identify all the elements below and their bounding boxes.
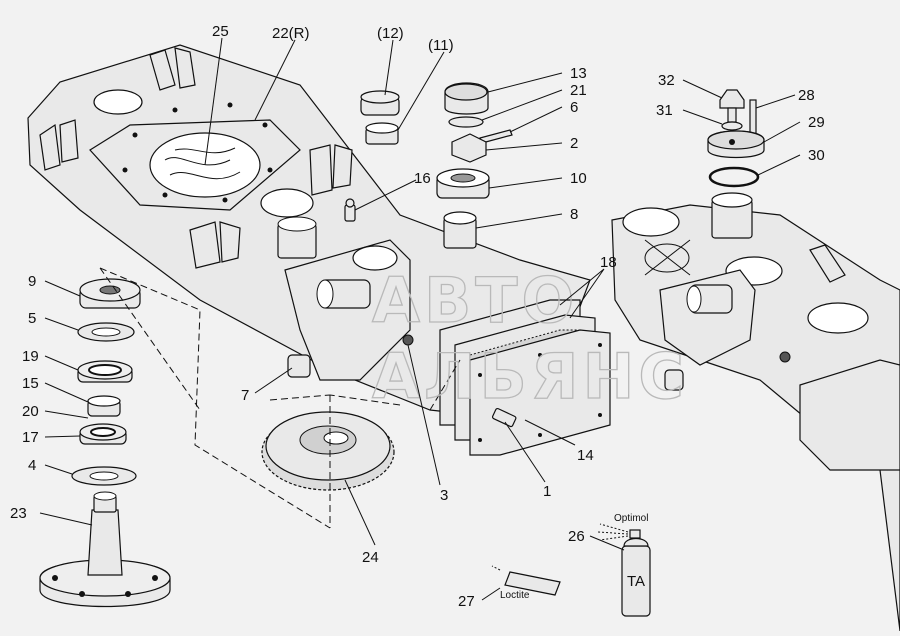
- label-30: 30: [808, 147, 825, 164]
- label-16: 16: [414, 170, 431, 187]
- castle-nut-2: [451, 133, 487, 163]
- label-28: 28: [798, 87, 815, 104]
- lug-right: [309, 144, 353, 196]
- watermark-line1: АВТО: [372, 264, 578, 337]
- ring-11: [365, 122, 399, 145]
- washer-31: [721, 121, 743, 131]
- label-6: 6: [570, 99, 578, 116]
- plate-right: [799, 359, 900, 471]
- label-4: 4: [28, 457, 36, 474]
- cap-12: [360, 90, 400, 116]
- lug-left: [39, 119, 79, 171]
- label-26: 26: [568, 528, 585, 545]
- sleeve-8: [443, 211, 477, 249]
- label-11: (11): [428, 37, 454, 54]
- label-14: 14: [577, 447, 594, 464]
- o-ring-30: [708, 166, 760, 188]
- label-27: 27: [458, 593, 475, 610]
- label-5: 5: [28, 310, 36, 327]
- callout-labels: 25 22(R) (12) (11) 13 21 6 2 16 10 8 32 …: [10, 23, 825, 610]
- shaft-flange-23: [39, 491, 171, 608]
- nut-right: [779, 351, 791, 363]
- bearing-10: [436, 168, 490, 199]
- bolt-1: [491, 407, 517, 428]
- label-3: 3: [440, 487, 448, 504]
- cover-plates: [439, 299, 611, 456]
- cross-mark: [644, 239, 691, 276]
- right-housing: [611, 204, 900, 632]
- breather-32: [719, 89, 745, 123]
- gearbox-housing: [27, 44, 591, 421]
- seal-17: [79, 423, 127, 445]
- bearing-9: [79, 278, 141, 309]
- cap-13: [444, 82, 489, 115]
- sleeve-right: [711, 192, 753, 239]
- lug-bottom: [189, 221, 241, 269]
- can-code: TA: [627, 573, 645, 590]
- washer-21: [448, 116, 484, 128]
- assembly-line-plate: [429, 359, 461, 411]
- assembly-line-left: [99, 267, 331, 529]
- label-2: 2: [570, 135, 578, 152]
- lug-r1: [809, 244, 846, 283]
- gear-24: [261, 411, 395, 491]
- watermark-line2: АЛЬЯНС: [372, 340, 688, 413]
- spacer-15: [87, 395, 121, 417]
- seal-19: [77, 360, 133, 383]
- pin-7: [287, 354, 311, 378]
- leader-lines: [39, 37, 801, 601]
- label-17: 17: [22, 429, 39, 446]
- label-31: 31: [656, 102, 673, 119]
- pivot-bracket: [284, 239, 411, 381]
- label-32: 32: [658, 72, 675, 89]
- grease-nipple-16: [344, 198, 356, 222]
- glue-tube-27: [491, 565, 561, 596]
- bore-mid: [260, 188, 314, 218]
- label-1: 1: [543, 483, 551, 500]
- label-10: 10: [570, 170, 587, 187]
- label-21: 21: [570, 82, 587, 99]
- cover-29: [707, 130, 765, 159]
- bore-left: [93, 89, 143, 115]
- assembly-line-gear: [269, 394, 401, 528]
- label-13: 13: [570, 65, 587, 82]
- label-9: 9: [28, 273, 36, 290]
- label-8: 8: [570, 206, 578, 223]
- label-12: (12): [377, 25, 404, 42]
- label-7: 7: [241, 387, 249, 404]
- label-22: 22(R): [272, 25, 310, 42]
- label-15: 15: [22, 375, 39, 392]
- label-24: 24: [362, 549, 379, 566]
- spray-can-26: [597, 523, 651, 617]
- lug-top: [149, 47, 196, 91]
- label-23: 23: [10, 505, 27, 522]
- label-20: 20: [22, 403, 39, 420]
- label-19: 19: [22, 348, 39, 365]
- label-29: 29: [808, 114, 825, 131]
- glue-label: Loctite: [500, 590, 530, 601]
- spray-label: Optimol: [614, 513, 648, 524]
- label-25: 25: [212, 23, 229, 40]
- label-18: 18: [600, 254, 617, 271]
